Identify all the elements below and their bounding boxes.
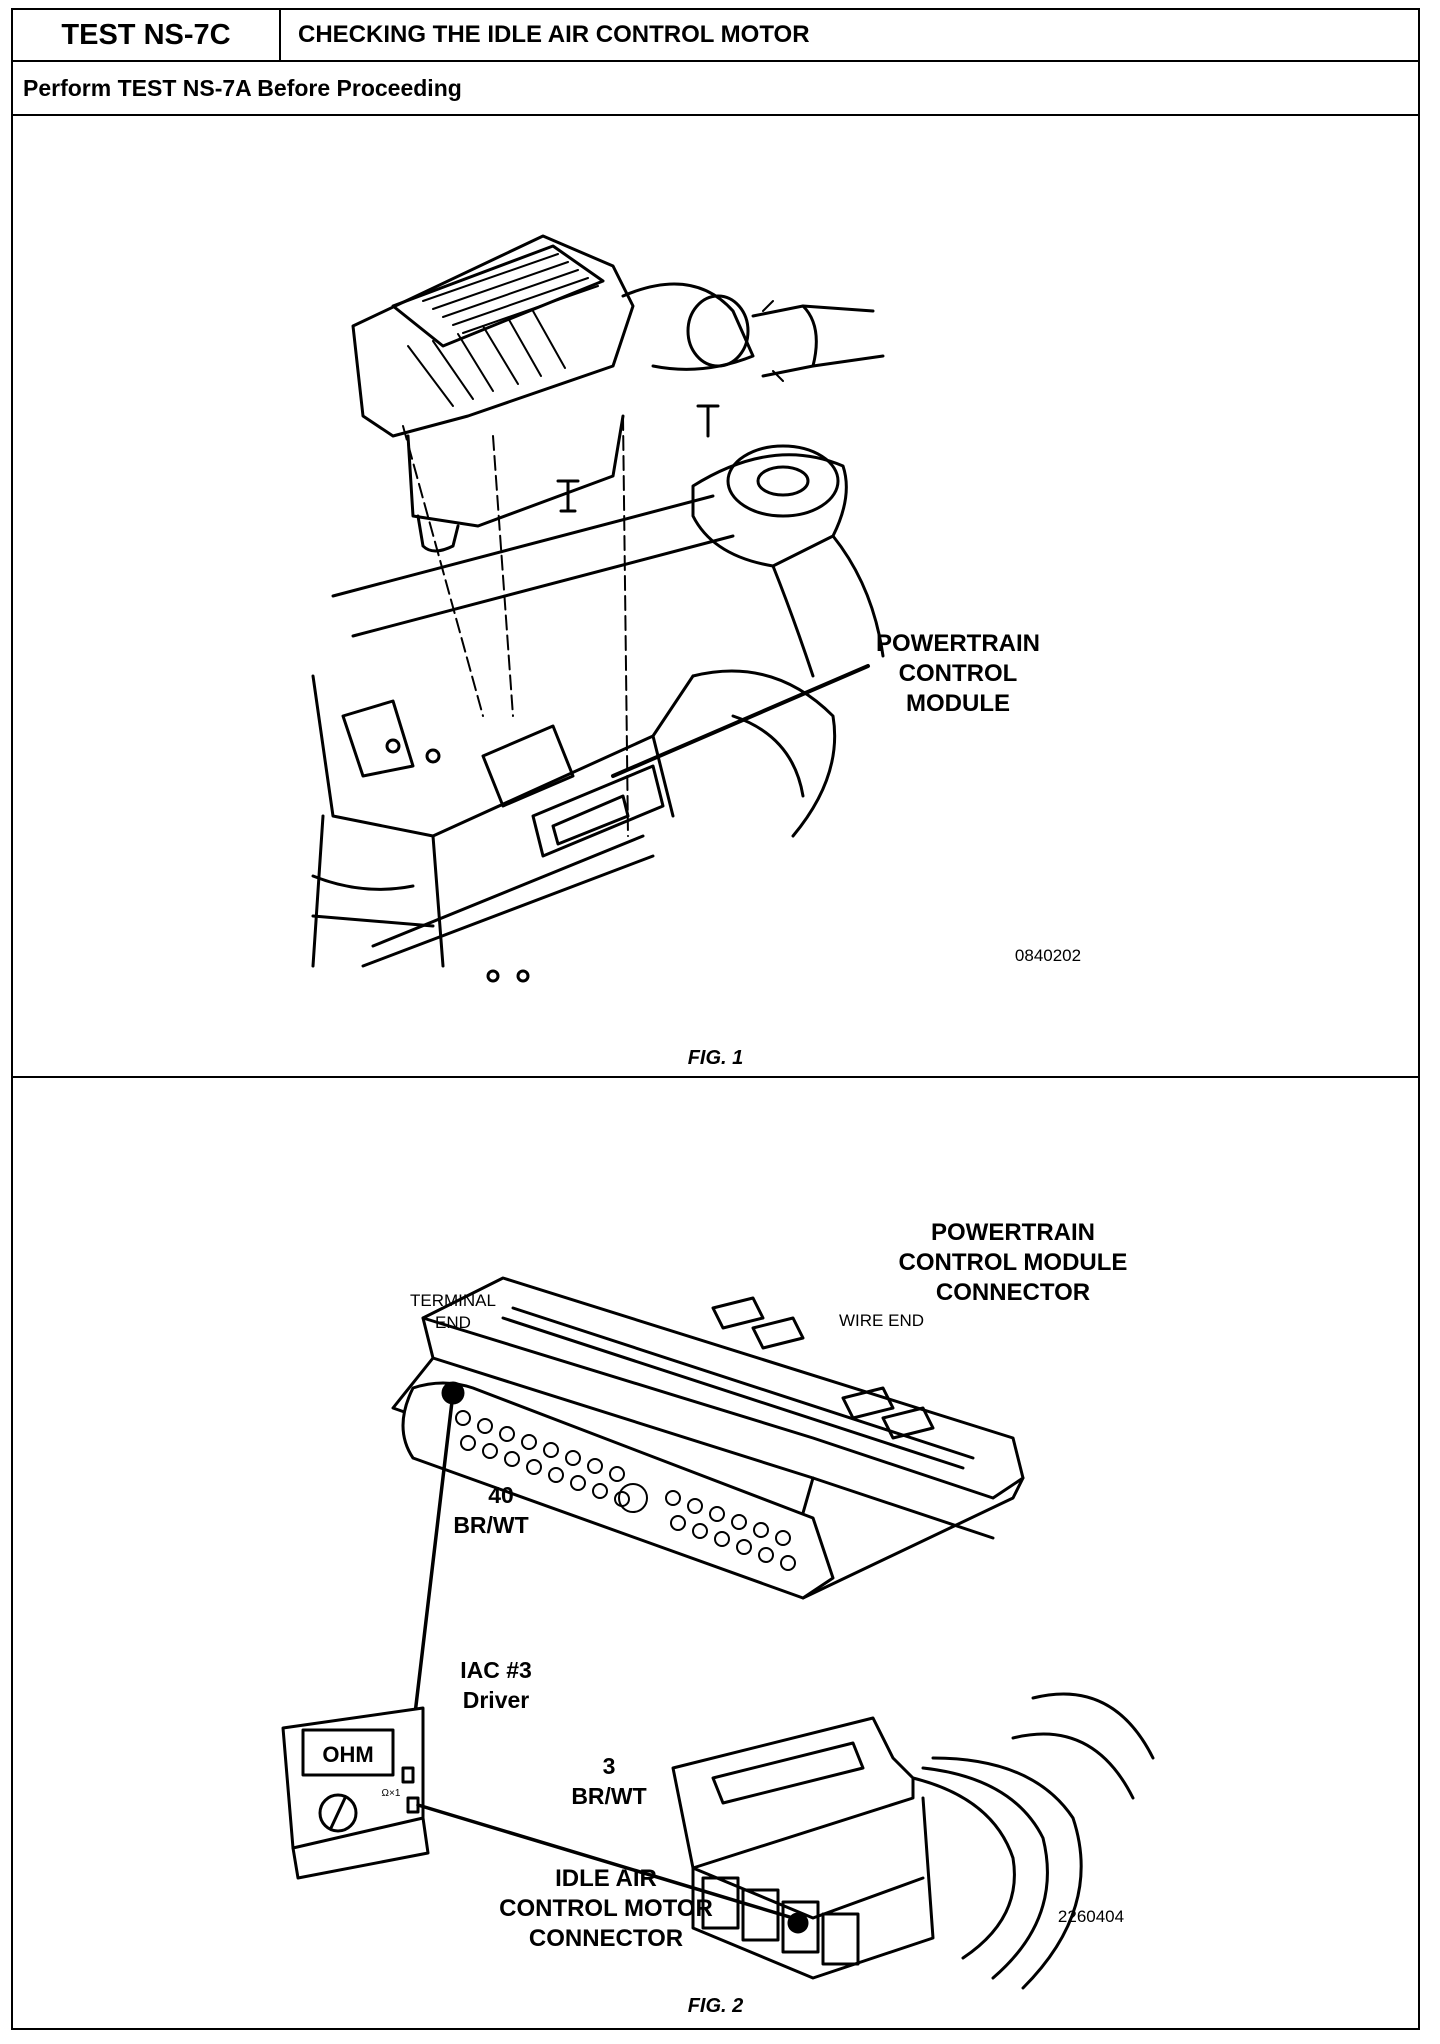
figure-1-caption: FIG. 1 <box>687 1047 744 1069</box>
test-id: TEST NS-7C <box>13 10 281 60</box>
figure-2-caption: FIG. 2 <box>687 1995 744 2017</box>
pcm-connector-label-line2: CONTROL MODULE <box>899 1249 1128 1276</box>
iac-driver-label-line2: Driver <box>463 1687 530 1713</box>
header-row: TEST NS-7C CHECKING THE IDLE AIR CONTROL… <box>13 10 1418 62</box>
pin-3-number: 3 <box>603 1753 616 1779</box>
iac-connector-label-line3: CONNECTOR <box>529 1925 683 1952</box>
terminal-end-label-line2: END <box>435 1313 471 1332</box>
engine-compartment-illustration: POWERTRAIN CONTROL MODULE 0840202 <box>311 234 1081 983</box>
pcm-connector-label-line3: CONNECTOR <box>936 1279 1090 1306</box>
ohmmeter-range: Ω×1 <box>382 1788 401 1799</box>
pcm-label-line3: MODULE <box>906 690 1010 717</box>
test-title: CHECKING THE IDLE AIR CONTROL MOTOR <box>298 21 810 48</box>
pcm-connector-label-line1: POWERTRAIN <box>931 1219 1095 1246</box>
iac-driver-label-line1: IAC #3 <box>460 1657 532 1683</box>
connector-test-illustration: POWERTRAIN CONTROL MODULE CONNECTOR TERM… <box>281 1219 1155 1990</box>
pin-40-number: 40 <box>488 1482 514 1508</box>
prerequisite-note: Perform TEST NS-7A Before Proceeding <box>23 74 462 101</box>
figure-2-ref-code: 2260404 <box>1058 1907 1124 1926</box>
prerequisite-row: Perform TEST NS-7A Before Proceeding <box>13 62 1418 116</box>
ohmmeter-display: OHM <box>322 1742 373 1767</box>
figure-2-panel: POWERTRAIN CONTROL MODULE CONNECTOR TERM… <box>13 1078 1418 2028</box>
pcm-label-line2: CONTROL <box>899 660 1018 687</box>
test-procedure-sheet: TEST NS-7C CHECKING THE IDLE AIR CONTROL… <box>11 8 1420 2030</box>
wire-end-label: WIRE END <box>839 1311 924 1330</box>
pin-40-wire-color: BR/WT <box>453 1512 528 1538</box>
figure-1-ref-code: 0840202 <box>1015 946 1081 965</box>
pcm-label-line1: POWERTRAIN <box>876 630 1040 657</box>
iac-connector-label-line1: IDLE AIR <box>555 1865 657 1892</box>
figure-1-panel: POWERTRAIN CONTROL MODULE 0840202 FIG. 1 <box>13 116 1418 1078</box>
terminal-end-label-line1: TERMINAL <box>410 1291 496 1310</box>
pin-3-wire-color: BR/WT <box>571 1783 646 1809</box>
iac-connector-label-line2: CONTROL MOTOR <box>499 1895 713 1922</box>
